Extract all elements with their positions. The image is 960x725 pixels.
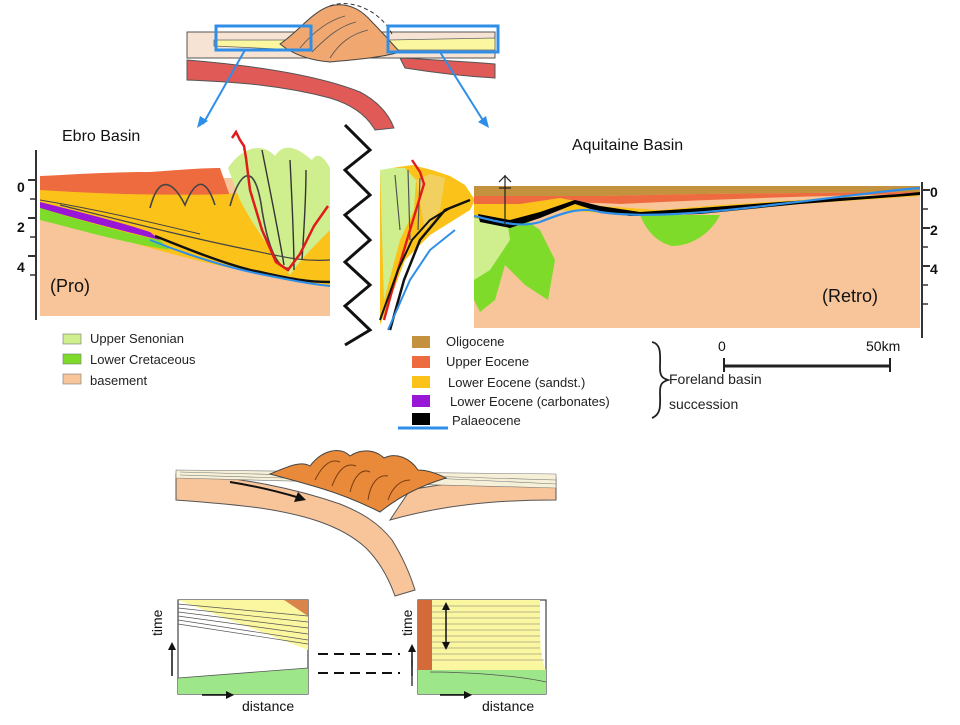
aquitaine-basin-title: Aquitaine Basin [572,137,683,154]
mini-orogen-section [186,3,500,131]
foreland-label-line2: succession [669,396,738,412]
legend-label-basement: basement [90,373,147,388]
wheeler-pro: time distance [149,599,309,714]
ebro-basin-title: Ebro Basin [62,128,140,145]
scale-bar: 0 50km [718,338,900,372]
legend-swatch-lower-cretaceous [62,353,82,365]
foreland-label-line1: Foreland basin [669,371,762,387]
depth-tick-left-4: 4 [17,259,25,275]
legend-swatch-oligocene [412,336,430,348]
wheeler-pro-distance-label: distance [242,698,294,714]
wheeler-pro-time-label: time [149,609,165,636]
legend-swatch-upper-eocene [412,356,430,368]
section-break-zigzag [342,123,373,347]
legend-right: Oligocene Upper Eocene Lower Eocene (san… [398,334,610,430]
pro-section: 0 2 4 (Pro) [17,129,331,320]
legend-label-oligocene: Oligocene [446,334,505,349]
pro-label: (Pro) [50,276,90,296]
depth-tick-left-2: 2 [17,219,25,235]
aquitaine-highlight-box [386,24,500,54]
depth-tick-right-0: 0 [930,184,938,200]
correlation-lines [318,653,413,686]
legend-swatch-lower-eocene-sandst [412,376,430,388]
wheeler-retro: time distance [399,599,547,714]
foreland-brace [651,341,671,419]
legend-swatch-upper-senonian [62,333,82,345]
legend-label-palaeocene: Palaeocene [452,413,521,428]
scale-bar-end: 50km [866,338,900,354]
depth-tick-left-0: 0 [17,179,25,195]
legend-label-lower-cretaceous: Lower Cretaceous [90,352,196,367]
wheeler-retro-time-label: time [399,609,415,636]
ebro-highlight-box [214,24,313,52]
wheeler-retro-distance-label: distance [482,698,534,714]
depth-tick-right-4: 4 [930,261,938,277]
scale-bar-start: 0 [718,338,726,354]
legend-left: Upper Senonian Lower Cretaceous basement [62,331,196,388]
legend-label-lower-eocene-carbonates: Lower Eocene (carbonates) [450,394,610,409]
depth-tick-right-2: 2 [930,222,938,238]
legend-swatch-palaeocene [412,413,430,425]
conceptual-orogen-sketch [175,450,557,597]
retro-label: (Retro) [822,286,878,306]
retro-section: 0 2 4 (Retro) [379,159,938,338]
legend-swatch-basement [62,373,82,385]
legend-label-upper-eocene: Upper Eocene [446,354,529,369]
legend-swatch-lower-eocene-carbonates [412,395,430,407]
legend-label-lower-eocene-sandst: Lower Eocene (sandst.) [448,375,585,390]
legend-label-upper-senonian: Upper Senonian [90,331,184,346]
